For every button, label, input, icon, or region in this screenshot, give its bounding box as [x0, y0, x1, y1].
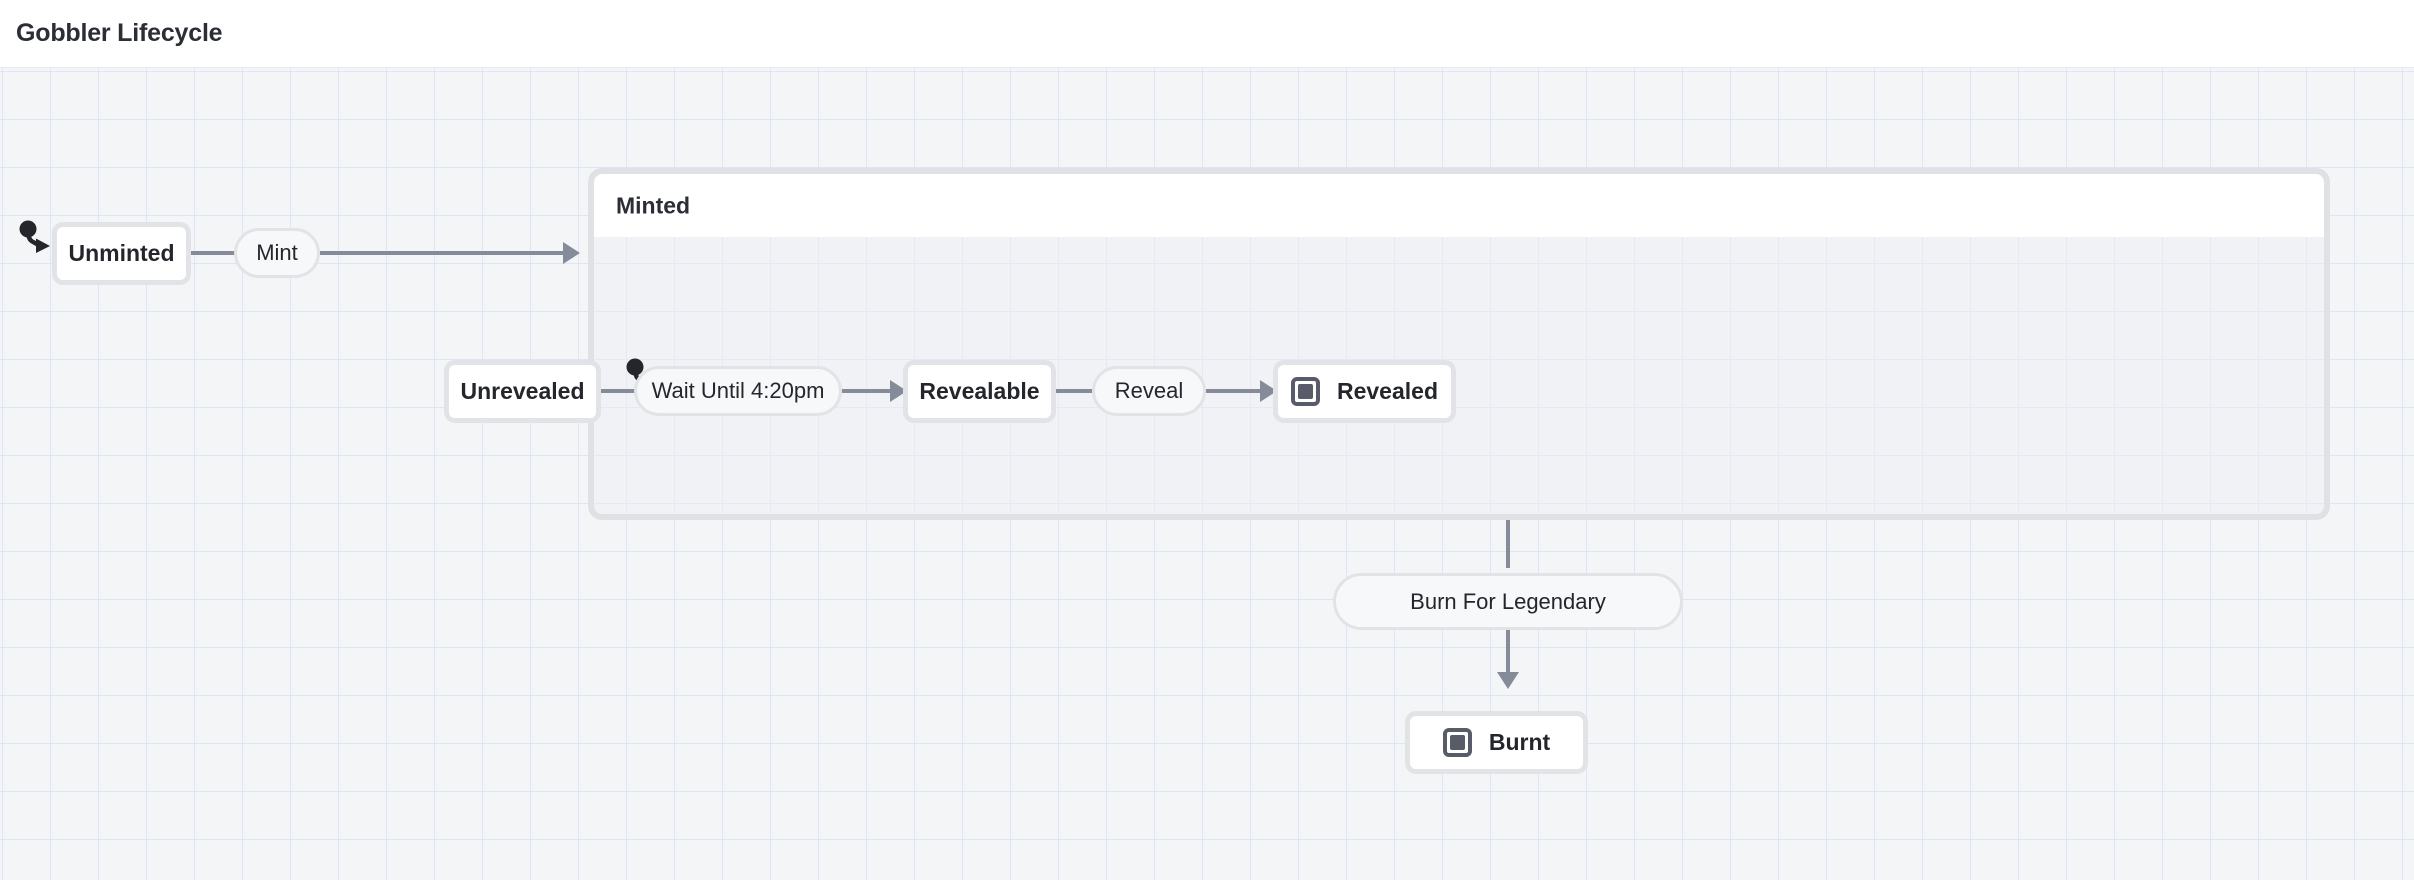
transition-pill-wait-until[interactable]: Wait Until 4:20pm — [634, 366, 842, 416]
final-state-icon — [1290, 377, 1320, 406]
state-node-unminted[interactable]: Unminted — [52, 222, 191, 285]
page-header: Gobbler Lifecycle — [0, 0, 2414, 68]
edge-wait-to-revealable — [842, 389, 892, 393]
state-node-revealed[interactable]: Revealed — [1273, 360, 1456, 423]
state-label-burnt: Burnt — [1488, 729, 1551, 755]
transition-label-wait-until: Wait Until 4:20pm — [651, 378, 825, 403]
transition-pill-reveal[interactable]: Reveal — [1092, 366, 1206, 416]
edge-reveal-to-revealed — [1206, 389, 1262, 393]
state-label-unrevealed: Unrevealed — [460, 378, 585, 404]
state-node-revealable[interactable]: Revealable — [903, 360, 1056, 423]
edge-unminted-to-mint — [191, 251, 235, 255]
edge-revealable-to-reveal — [1056, 389, 1092, 393]
edge-mint-to-minted-group — [320, 251, 565, 255]
state-label-revealable: Revealable — [919, 378, 1040, 404]
edge-unrevealed-to-wait — [601, 389, 638, 393]
arrowhead-wait-to-revealable — [890, 380, 907, 402]
transition-pill-burn-for-legendary[interactable]: Burn For Legendary — [1333, 573, 1683, 630]
diagram-canvas[interactable]: Unminted Mint Minted — [0, 68, 2414, 880]
final-state-icon — [1442, 728, 1472, 757]
arrowhead-reveal-to-revealed — [1260, 380, 1277, 402]
arrowhead-burn-to-burnt — [1497, 672, 1519, 689]
edge-burn-to-burnt — [1506, 630, 1510, 674]
page-title: Gobbler Lifecycle — [16, 19, 223, 47]
group-header-minted: Minted — [594, 174, 2324, 237]
transition-label-reveal: Reveal — [1114, 378, 1184, 403]
edge-minted-to-burn — [1506, 520, 1510, 568]
transition-pill-mint[interactable]: Mint — [234, 228, 320, 278]
group-label-minted: Minted — [616, 192, 691, 218]
state-label-unminted: Unminted — [68, 240, 175, 266]
initial-state-marker-root — [16, 216, 60, 260]
state-node-unrevealed[interactable]: Unrevealed — [444, 360, 601, 423]
state-label-revealed: Revealed — [1336, 378, 1438, 404]
transition-label-mint: Mint — [256, 240, 298, 265]
arrowhead-mint-to-minted-group — [563, 242, 580, 264]
group-minted[interactable]: Minted Unrevealed Wait Until 4:20pm — [444, 168, 2330, 520]
state-node-burnt[interactable]: Burnt — [1405, 711, 1588, 774]
transition-label-burn-for-legendary: Burn For Legendary — [1410, 588, 1606, 614]
